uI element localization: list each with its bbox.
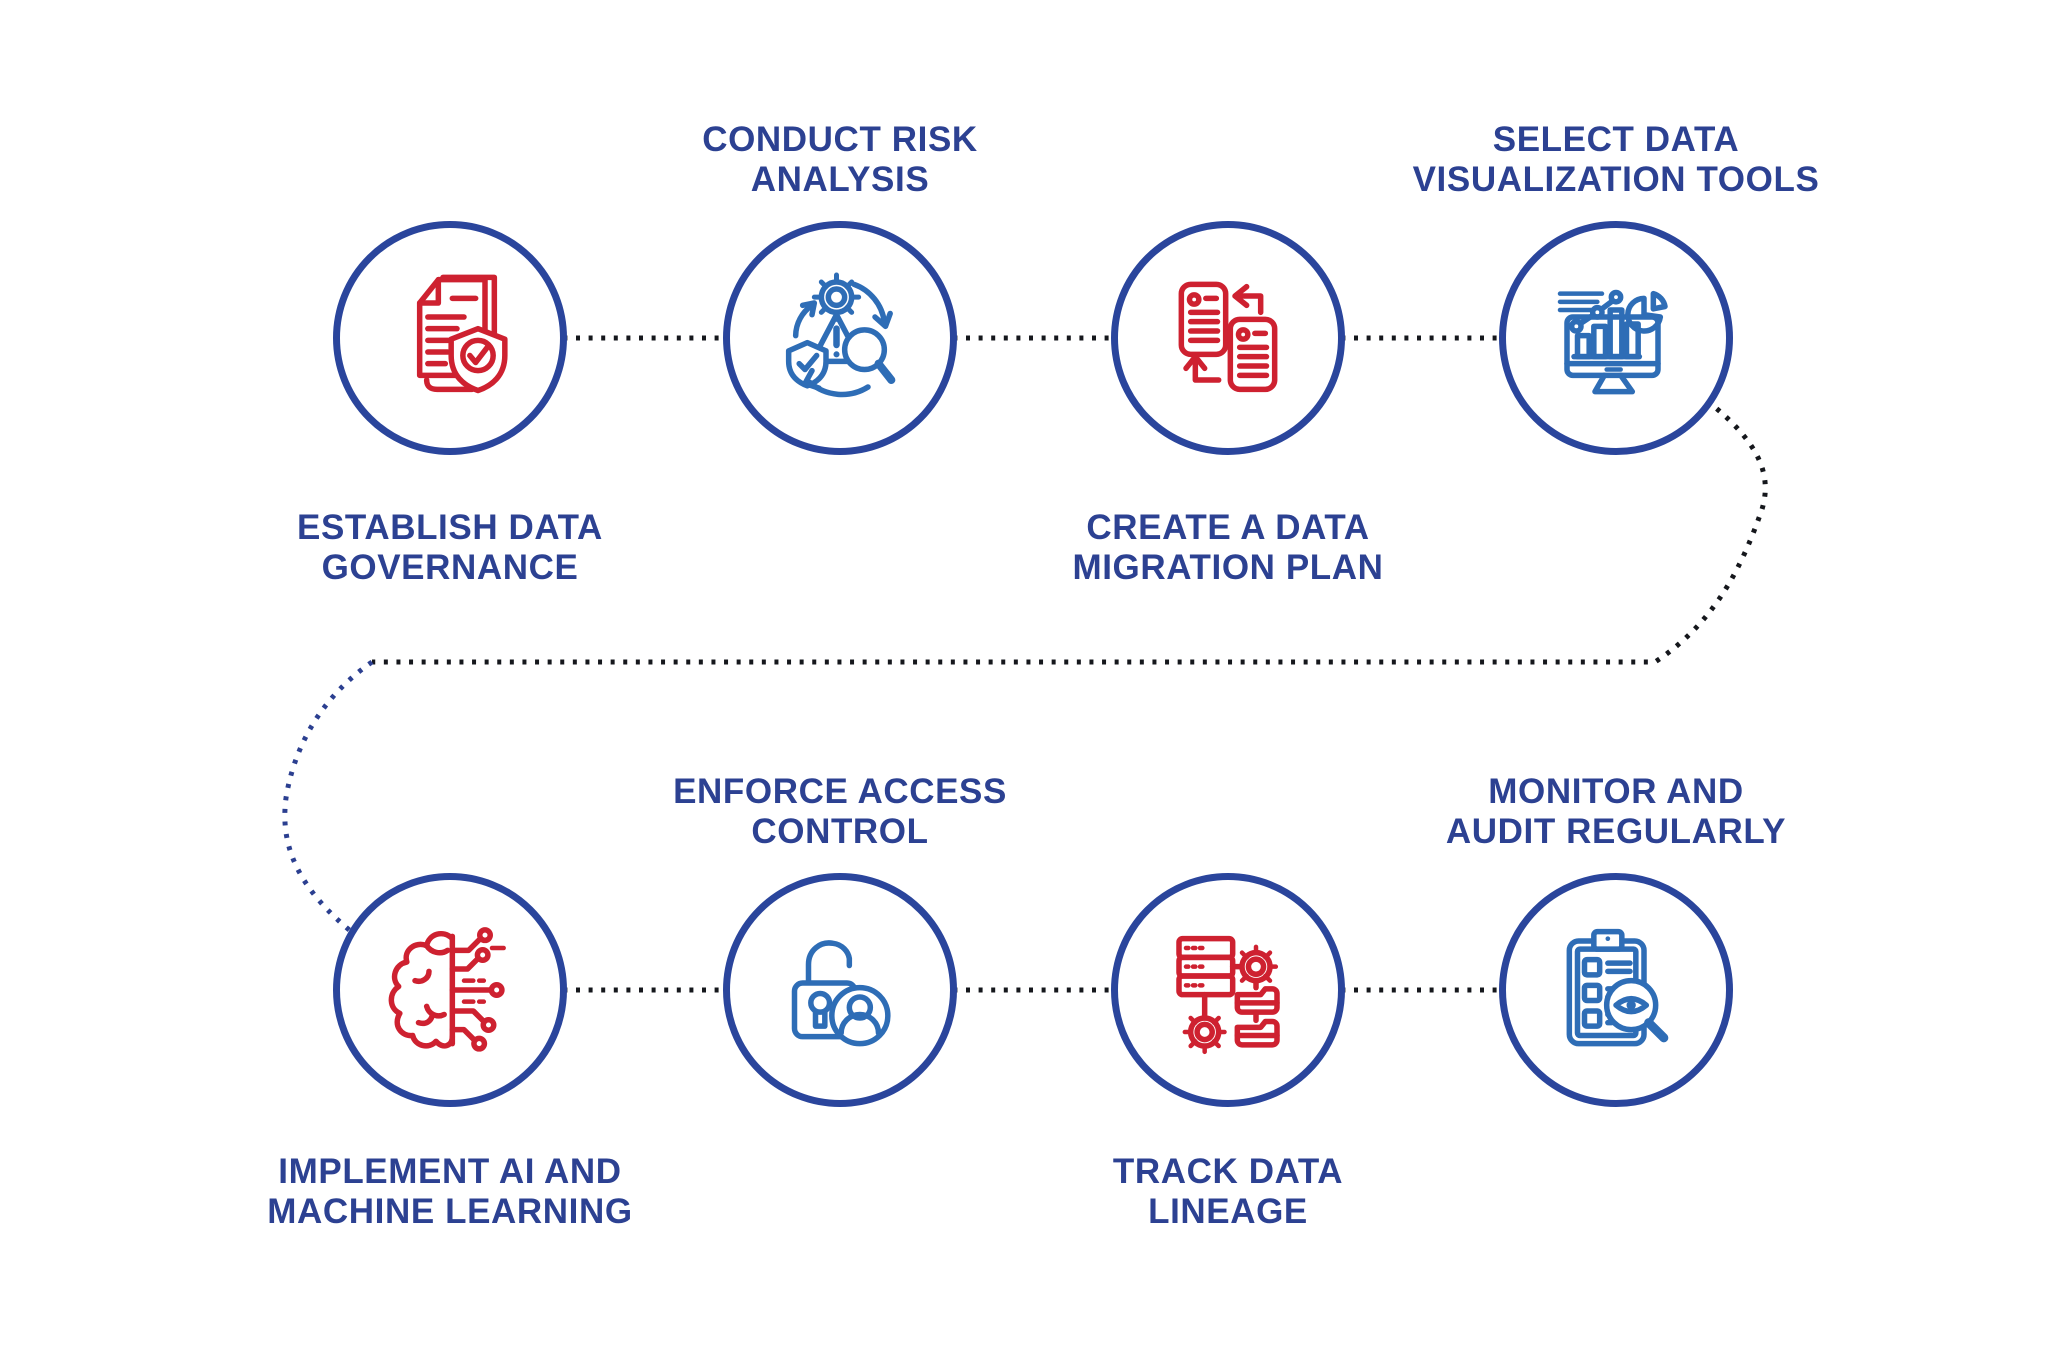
step-2-circle <box>723 221 957 455</box>
dashboard-charts-icon <box>1546 268 1686 408</box>
step-6-label-line2: CONTROL <box>751 812 929 851</box>
step-1-label: ESTABLISH DATA GOVERNANCE <box>180 508 720 588</box>
server-lineage-icon <box>1158 920 1298 1060</box>
step-5-circle <box>333 873 567 1107</box>
step-8-circle <box>1499 873 1733 1107</box>
step-3-circle <box>1111 221 1345 455</box>
step-1-label-line1: ESTABLISH DATA <box>297 508 603 547</box>
step-4-label-line1: SELECT DATA <box>1492 120 1740 159</box>
step-7-label-line2: LINEAGE <box>1148 1192 1308 1231</box>
step-2-label-line2: ANALYSIS <box>750 160 930 199</box>
padlock-user-icon <box>770 920 910 1060</box>
step-6-label: ENFORCE ACCESS CONTROL <box>570 772 1110 852</box>
step-3-label: CREATE A DATA MIGRATION PLAN <box>958 508 1498 588</box>
step-6-label-line1: ENFORCE ACCESS <box>673 772 1007 811</box>
step-4-label-line2: VISUALIZATION TOOLS <box>1412 160 1820 199</box>
checklist-magnifier-icon <box>1546 920 1686 1060</box>
step-1-circle <box>333 221 567 455</box>
step-8-label-line1: MONITOR AND <box>1488 772 1744 811</box>
step-5-label: IMPLEMENT AI AND MACHINE LEARNING <box>180 1152 720 1232</box>
step-8-label: MONITOR AND AUDIT REGULARLY <box>1346 772 1886 852</box>
risk-analysis-icon <box>770 268 910 408</box>
step-5-label-line1: IMPLEMENT AI AND <box>278 1152 622 1191</box>
step-3-label-line1: CREATE A DATA <box>1086 508 1370 547</box>
documents-shield-icon <box>380 268 520 408</box>
step-1-label-line2: GOVERNANCE <box>321 548 579 587</box>
step-2-label: CONDUCT RISK ANALYSIS <box>570 120 1110 200</box>
step-6-circle <box>723 873 957 1107</box>
step-4-circle <box>1499 221 1733 455</box>
step-7-circle <box>1111 873 1345 1107</box>
ai-brain-circuit-icon <box>380 920 520 1060</box>
step-8-label-line2: AUDIT REGULARLY <box>1445 812 1787 851</box>
step-5-label-line2: MACHINE LEARNING <box>267 1192 633 1231</box>
step-7-label-line1: TRACK DATA <box>1112 1152 1344 1191</box>
step-3-label-line2: MIGRATION PLAN <box>1072 548 1384 587</box>
step-2-label-line1: CONDUCT RISK <box>702 120 978 159</box>
document-transfer-icon <box>1158 268 1298 408</box>
step-7-label: TRACK DATA LINEAGE <box>958 1152 1498 1232</box>
step-4-label: SELECT DATA VISUALIZATION TOOLS <box>1346 120 1886 200</box>
